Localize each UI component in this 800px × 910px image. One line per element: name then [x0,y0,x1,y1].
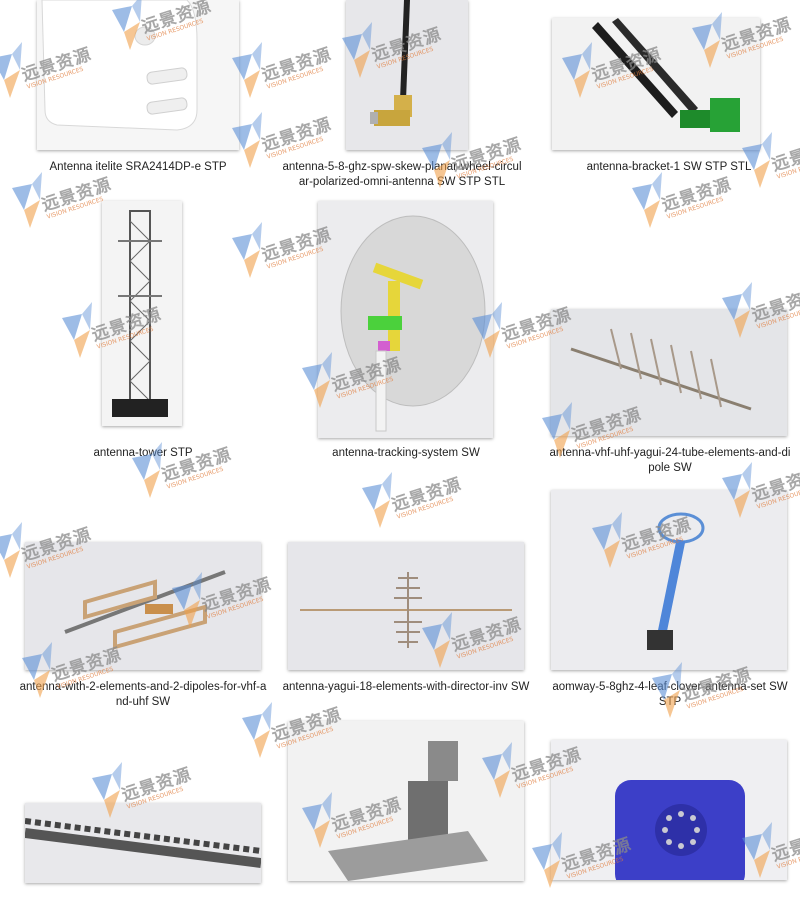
caption-antenna-5-8-ghz[interactable]: antenna-5-8-ghz-spw-skew-planar-wheel-ci… [282,161,522,188]
thumbnail-antenna-5-8-ghz[interactable] [346,0,468,150]
caption-antenna-bracket-1[interactable]: antenna-bracket-1 SW STP STL [586,161,752,173]
caption-antenna-tracking-system[interactable]: antenna-tracking-system SW [332,447,480,459]
watermark-logo-icon [362,472,392,528]
watermark-subtext: VISION RESOURCES [266,65,325,91]
blue-module-image [615,780,745,880]
thumbnail-antenna-with-2-elements[interactable] [25,542,261,670]
thumbnail-antenna-yagui-18-elements[interactable] [288,542,524,670]
yagi-antenna-image [570,328,752,411]
dipole-antenna-image [64,570,226,650]
mount-assembly-image [328,741,488,881]
caption-antenna-vhf-uhf-yagui[interactable]: antenna-vhf-uhf-yagui-24-tube-elements-a… [549,447,791,474]
dish-antenna-image [340,215,486,432]
thumbnail-antenna-vhf-uhf-yagui[interactable] [551,309,787,436]
watermark-subtext: VISION RESOURCES [266,245,325,271]
whip-antenna-image [370,0,412,126]
thumbnail-row4-1[interactable] [25,803,261,883]
watermark-logo-icon [232,42,262,98]
watermark-logo-icon [12,172,42,228]
array-antenna-image [25,818,261,868]
caption-aomway-clover-antenna[interactable]: aomway-5-8ghz-4-leaf-clover-antenna-set … [552,681,788,708]
watermark-text: 远景资源 [259,44,335,86]
watermark-logo-icon [632,172,662,228]
caption-antenna-tower[interactable]: antenna-tower STP [93,447,193,459]
caption-antenna-with-2-elements[interactable]: antenna-with-2-elements-and-2-dipoles-fo… [19,681,267,708]
watermark-subtext: VISION RESOURCES [166,465,225,491]
watermark-subtext: VISION RESOURCES [46,195,105,221]
clover-antenna-image [647,512,705,650]
watermark-subtext: VISION RESOURCES [666,195,725,221]
watermark-logo-icon [232,222,262,278]
thumbnail-antenna-itelite[interactable] [37,0,239,150]
watermark-subtext: VISION RESOURCES [266,135,325,161]
thumbnail-antenna-tower[interactable] [102,201,182,426]
watermark-text: 远景资源 [659,174,735,216]
bracket-antenna-image [592,18,740,132]
thumbnail-row4-3[interactable] [551,740,787,880]
yagi-18-image [300,572,512,648]
watermark-subtext: VISION RESOURCES [396,495,455,521]
watermark-text: 远景资源 [389,474,465,516]
caption-antenna-yagui-18-elements[interactable]: antenna-yagui-18-elements-with-director-… [282,681,530,693]
caption-antenna-itelite[interactable]: Antenna itelite SRA2414DP-e STP [49,161,227,173]
thumbnail-row4-2[interactable] [288,721,524,881]
thumbnail-antenna-bracket-1[interactable] [552,18,760,150]
antenna-panel-image [37,0,239,150]
watermark-text: 远景资源 [259,114,335,156]
thumbnail-aomway-clover-antenna[interactable] [551,490,787,670]
tower-image [112,210,168,417]
thumbnail-antenna-tracking-system[interactable] [318,201,493,438]
watermark-text: 远景资源 [119,764,195,806]
